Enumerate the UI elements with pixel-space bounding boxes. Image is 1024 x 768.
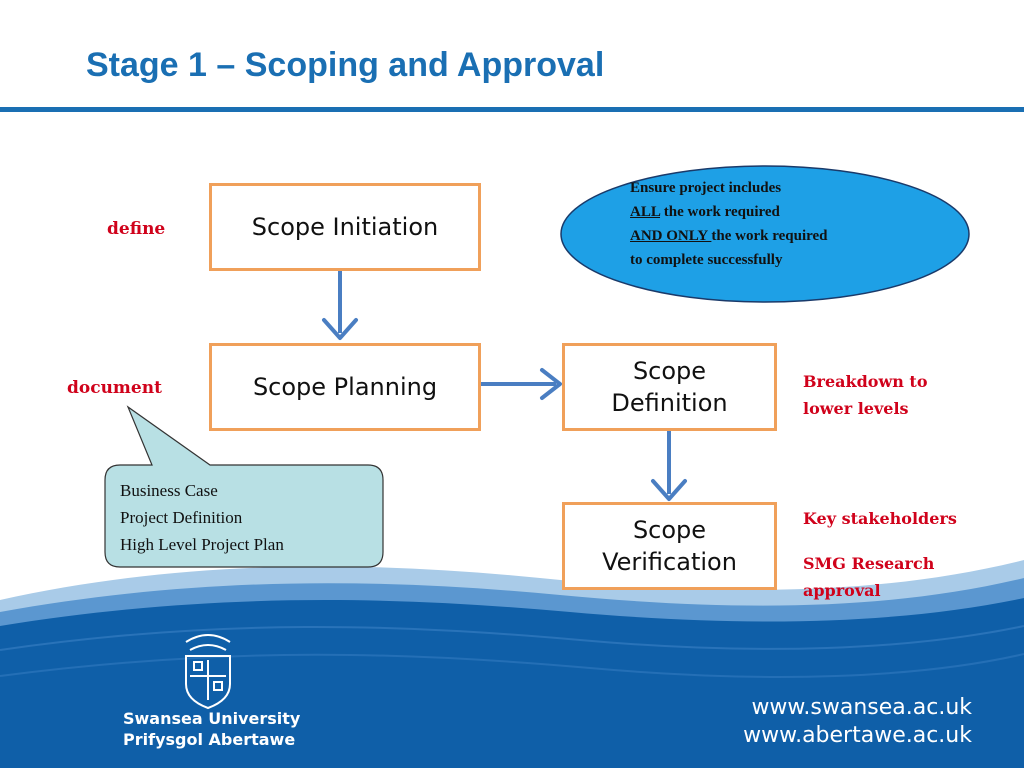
scope-verification-label-line1: Scope <box>632 515 707 544</box>
footer-wave-line <box>0 653 1024 678</box>
arrow-initiation-to-planning <box>322 270 358 340</box>
oval-note-line2-rest: the work required <box>660 204 780 220</box>
university-name-cy: Prifysgol Abertawe <box>123 730 296 749</box>
oval-note-line4: to complete successfully <box>630 252 783 268</box>
scope-definition-box: Scope Definition <box>562 343 777 431</box>
callout-item: Project Definition <box>120 508 243 527</box>
breakdown-label-line1: Breakdown to <box>803 372 928 391</box>
scope-verification-box: Scope Verification <box>562 502 777 590</box>
callout-bubble <box>104 405 384 568</box>
website-cy: www.abertawe.ac.uk <box>743 723 972 748</box>
oval-note-and-only: AND ONLY <box>630 228 712 244</box>
oval-note-text: Ensure project includes ALL the work req… <box>630 176 910 272</box>
scope-planning-box: Scope Planning <box>209 343 481 431</box>
callout-item: Business Case <box>120 481 218 500</box>
smg-approval-label: SMG Research approval <box>803 550 934 604</box>
smg-approval-label-line2: approval <box>803 581 881 600</box>
oval-note-line2: ALL the work required <box>630 200 910 224</box>
university-crest-icon <box>185 634 231 710</box>
note-oval <box>560 165 970 303</box>
oval-note-line3-rest: the work required <box>711 228 828 244</box>
arrow-definition-to-verification <box>651 430 687 501</box>
website-links: www.swansea.ac.uk www.abertawe.ac.uk <box>743 694 972 750</box>
title-divider <box>0 107 1024 112</box>
breakdown-label-line2: lower levels <box>803 399 909 418</box>
scope-initiation-box: Scope Initiation <box>209 183 481 271</box>
breakdown-label: Breakdown to lower levels <box>803 368 927 422</box>
university-name-en: Swansea University <box>123 709 301 728</box>
website-en: www.swansea.ac.uk <box>751 695 972 720</box>
callout-text: Business Case Project Definition High Le… <box>120 477 370 558</box>
university-name: Swansea University Prifysgol Abertawe <box>123 708 300 750</box>
footer-wave-dark <box>0 598 1024 768</box>
oval-note-line3: AND ONLY the work required <box>630 224 910 248</box>
callout-item: High Level Project Plan <box>120 535 284 554</box>
smg-approval-label-line1: SMG Research <box>803 554 935 573</box>
slide-title: Stage 1 – Scoping and Approval <box>86 46 605 84</box>
scope-definition-label-line2: Definition <box>611 389 728 417</box>
oval-note-line1: Ensure project includes <box>630 180 782 196</box>
define-label: define <box>107 219 166 239</box>
scope-definition-label-line1: Scope <box>632 356 707 385</box>
scope-initiation-label: Scope Initiation <box>251 212 439 241</box>
arrow-planning-to-definition <box>480 368 562 400</box>
document-label: document <box>67 378 162 398</box>
footer-wave-line <box>0 625 1024 651</box>
scope-verification-label-line2: Verification <box>602 548 737 576</box>
oval-note-all: ALL <box>630 204 661 220</box>
scope-planning-label: Scope Planning <box>252 372 438 401</box>
key-stakeholders-label: Key stakeholders <box>803 509 957 528</box>
